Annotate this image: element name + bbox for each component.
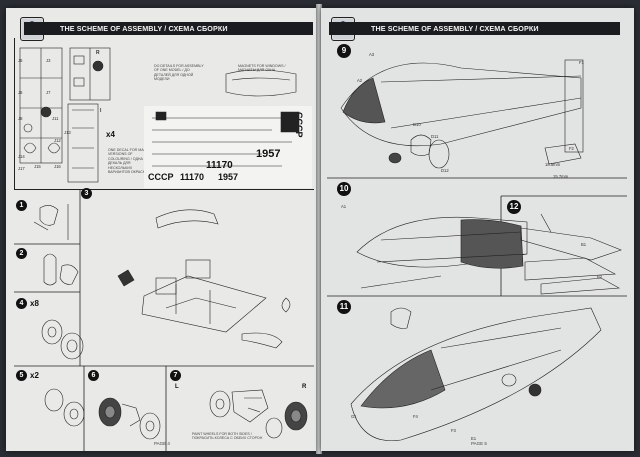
step-3-badge: 3 xyxy=(81,188,92,199)
svg-text:F2: F2 xyxy=(569,146,575,151)
svg-text:J7: J7 xyxy=(46,90,51,95)
svg-text:J12: J12 xyxy=(54,138,61,143)
svg-text:A2: A2 xyxy=(357,78,363,83)
wheels-note: PAINT WHEELS FOR BOTH SIDES / ПОКРАСИТЬ … xyxy=(192,432,263,441)
decal-year-large: 1957 xyxy=(256,148,281,160)
svg-text:D10: D10 xyxy=(413,122,421,127)
svg-text:B2: B2 xyxy=(597,274,603,279)
page-title-right: THE SCHEME OF ASSEMBLY / СХЕМА СБОРКИ xyxy=(329,22,620,35)
step-4-multiplier: x8 xyxy=(30,299,39,308)
step-9-badge: 9 xyxy=(337,44,351,58)
step-1-badge: 1 xyxy=(16,200,27,211)
step-4-badge: 4 xyxy=(16,298,27,309)
step-12-badge: 12 xyxy=(507,200,521,214)
sprue-multiplier: x4 xyxy=(106,130,115,139)
svg-text:B1: B1 xyxy=(581,242,587,247)
svg-text:J3: J3 xyxy=(46,58,51,63)
svg-text:A1: A1 xyxy=(341,204,347,209)
step-7-badge: 7 xyxy=(170,370,181,381)
detail-note: DO DETAILS FOR ASSEMBLY OF ONE MODEL / Д… xyxy=(154,64,204,82)
svg-text:J15: J15 xyxy=(34,164,41,169)
svg-text:E1: E1 xyxy=(471,436,477,441)
svg-text:A3: A3 xyxy=(369,52,375,57)
step-7-right-mark: R xyxy=(302,384,307,390)
dimension-label-2: 15.7mm xyxy=(553,174,569,179)
svg-text:J8: J8 xyxy=(18,116,23,121)
svg-text:J13: J13 xyxy=(64,130,71,135)
right-instruction-page: THE SCHEME OF ASSEMBLY / СХЕМА СБОРКИ 9 … xyxy=(321,8,634,451)
svg-text:I: I xyxy=(100,108,102,114)
svg-text:J6: J6 xyxy=(18,90,23,95)
decal-year: 1957 xyxy=(218,172,239,182)
svg-text:J11: J11 xyxy=(52,116,59,121)
svg-text:D12: D12 xyxy=(441,168,449,173)
step-10-badge: 10 xyxy=(337,182,351,196)
svg-text:J16: J16 xyxy=(54,164,61,169)
svg-text:J17: J17 xyxy=(18,166,25,171)
svg-text:F1: F1 xyxy=(579,60,585,65)
sprue-box-left-border xyxy=(14,38,15,190)
step-7-left-mark: L xyxy=(175,384,179,390)
step-11-badge: 11 xyxy=(337,300,351,314)
page-title: THE SCHEME OF ASSEMBLY / СХЕМА СБОРКИ xyxy=(24,22,313,35)
page-number-left: PAGE 4 xyxy=(154,441,170,446)
step-6-badge: 6 xyxy=(88,370,99,381)
page-number-right: PAGE 5 xyxy=(471,441,487,446)
svg-text:G1: G1 xyxy=(351,414,357,419)
decal-serial-large: 11170 xyxy=(206,160,233,171)
svg-text:D11: D11 xyxy=(431,134,439,139)
svg-text:F4: F4 xyxy=(413,414,419,419)
svg-text:F3: F3 xyxy=(451,428,457,433)
decal-serial: 11170 xyxy=(180,172,205,182)
step-5-multiplier: x2 xyxy=(30,371,39,380)
magnet-note: MAGNETS FOR WINDOWS / МАГНИТЫ ДЛЯ ОКНА xyxy=(238,64,286,73)
dimension-label-1: 18.5mm xyxy=(545,162,561,167)
svg-text:R: R xyxy=(96,50,100,56)
left-instruction-page: THE SCHEME OF ASSEMBLY / СХЕМА СБОРКИ DO… xyxy=(6,8,319,451)
page-fold xyxy=(316,4,322,454)
decal-cccp: СССР xyxy=(148,172,174,182)
sprue-section-divider xyxy=(14,189,314,190)
step-5-badge: 5 xyxy=(16,370,27,381)
svg-text:J5: J5 xyxy=(18,58,23,63)
svg-text:J14: J14 xyxy=(18,154,25,159)
step-2-badge: 2 xyxy=(16,248,27,259)
decal-note: ONE DECAL FOR MANY VERSIONS OF COLOURING… xyxy=(108,148,149,175)
